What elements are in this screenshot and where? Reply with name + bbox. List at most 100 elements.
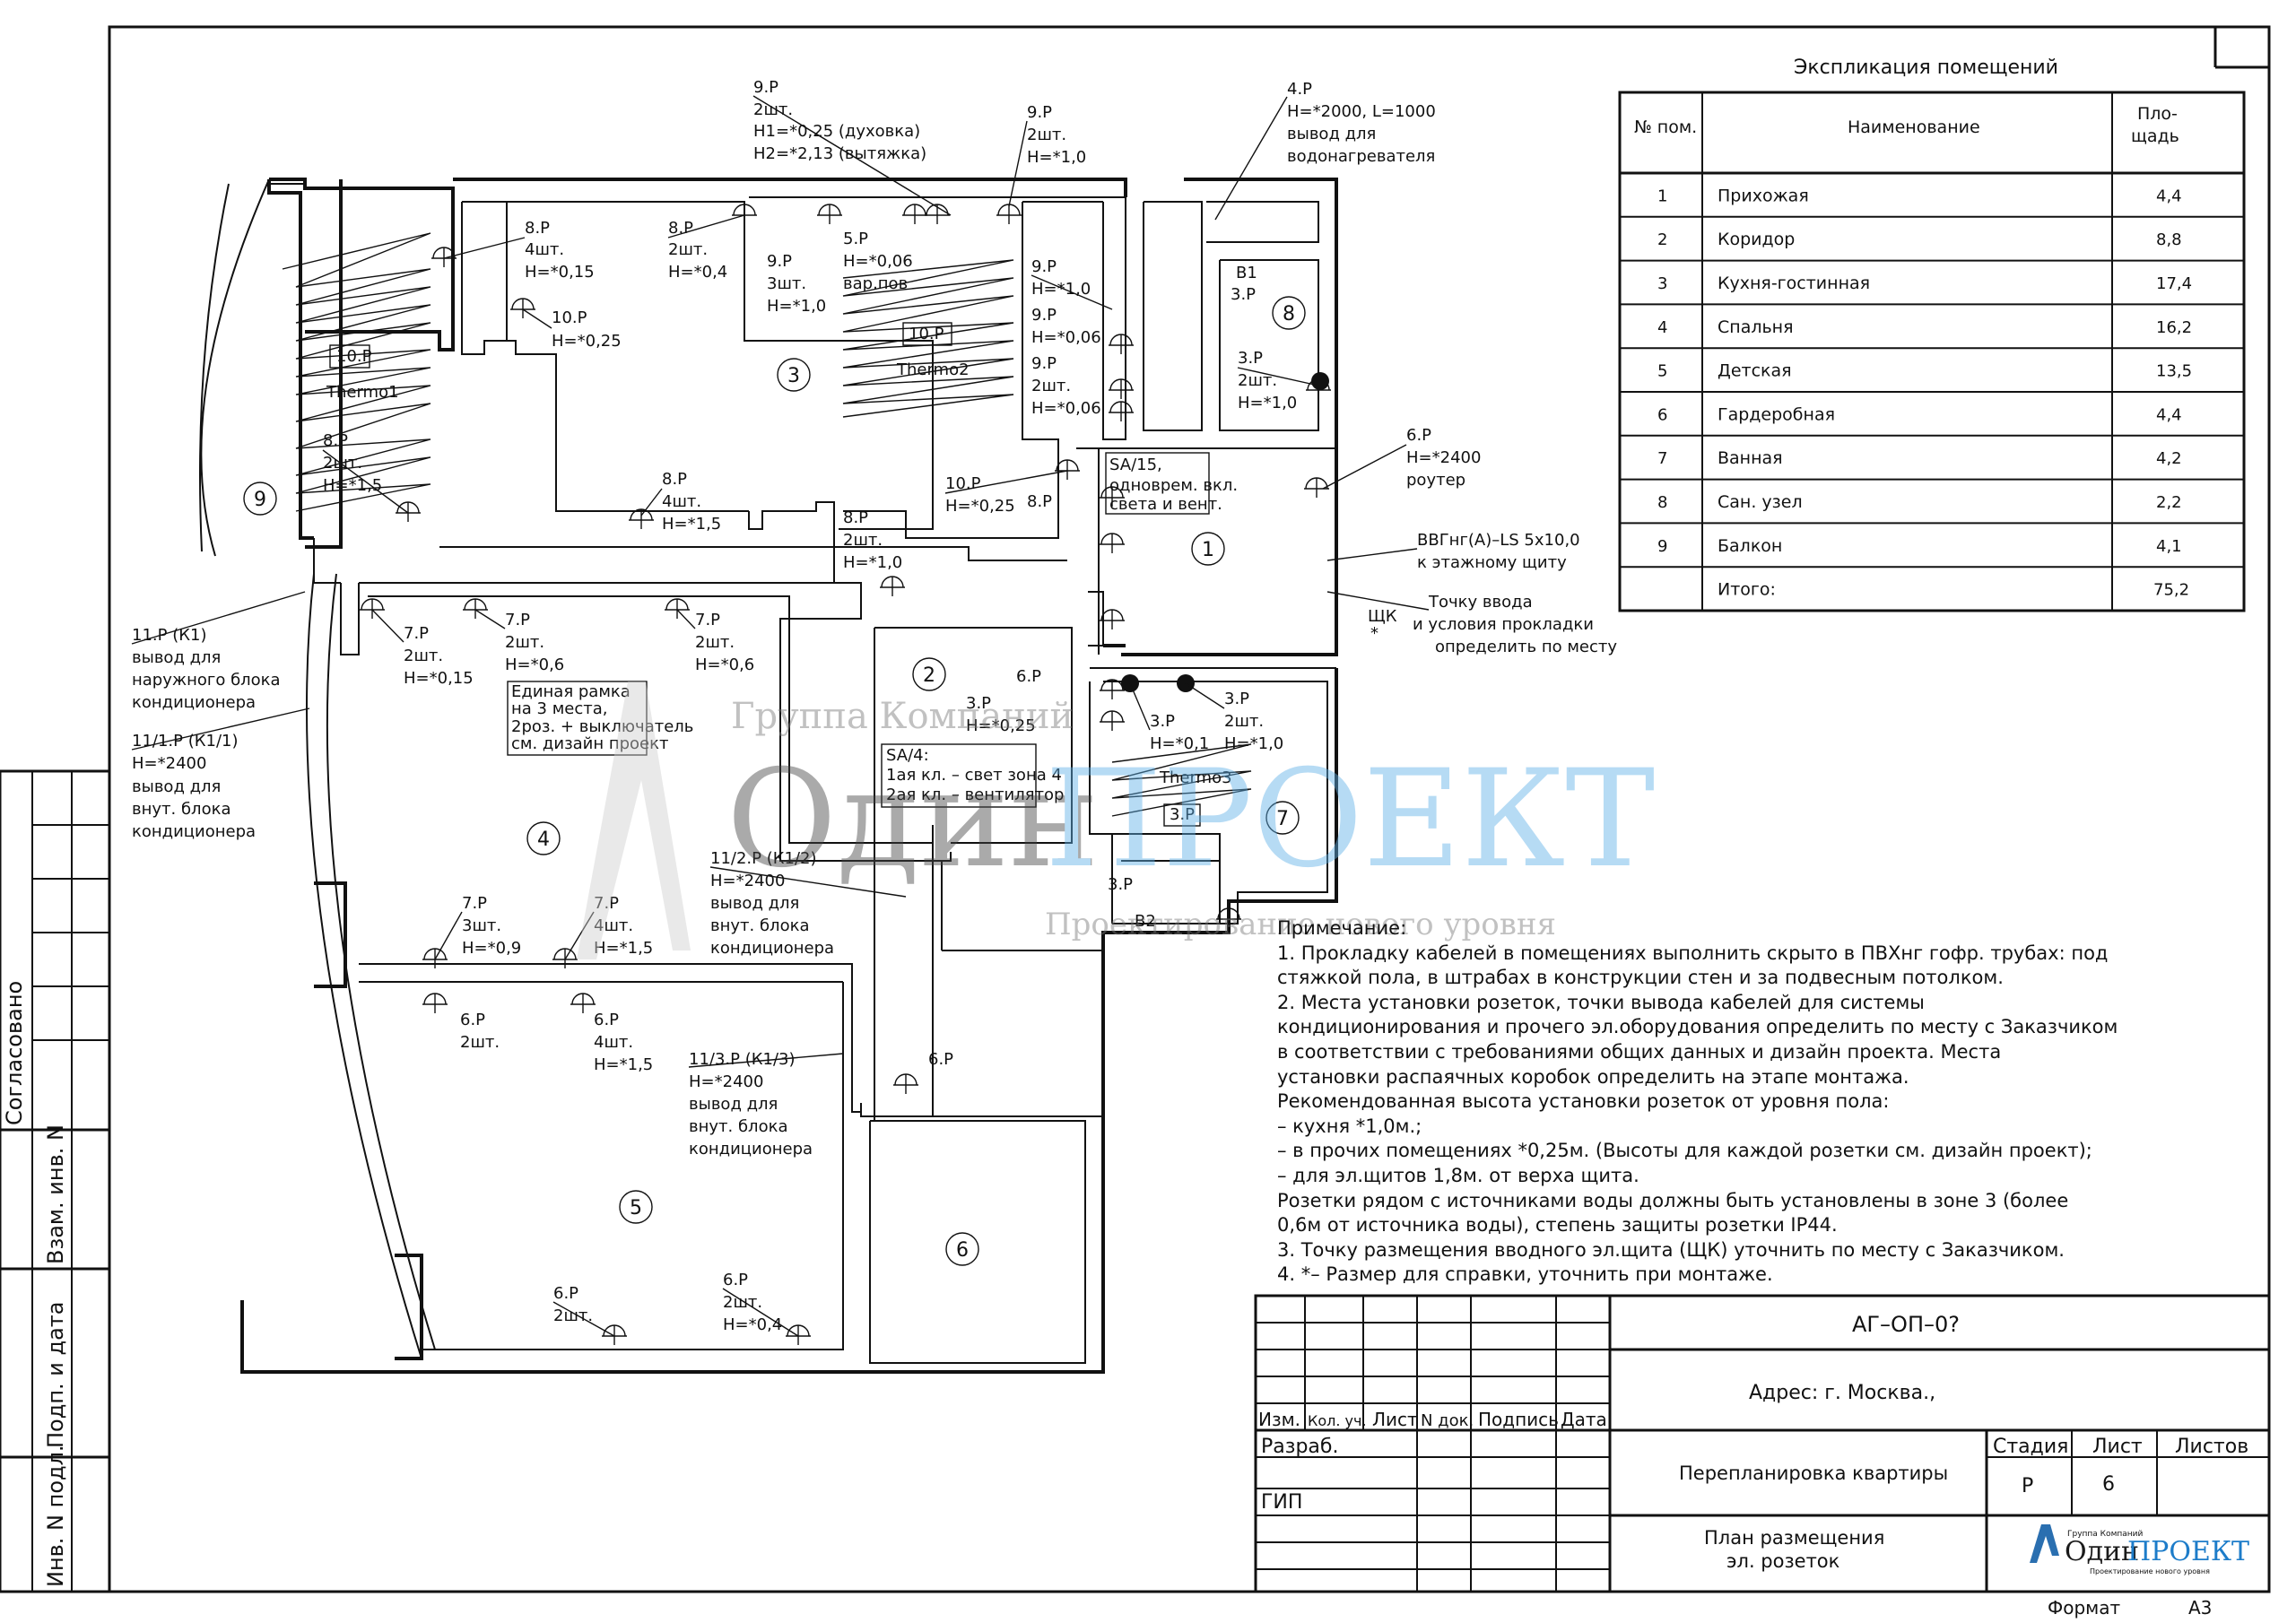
stamp-podp: Подп. и дата bbox=[43, 1302, 68, 1449]
note-line: Рекомендованная высота установки розеток… bbox=[1277, 1090, 1890, 1113]
expl-row-name: Гардеробная bbox=[1718, 404, 1835, 424]
socket-icon bbox=[902, 204, 927, 224]
plan-label-p3e-l1: 2шт. bbox=[1224, 712, 1264, 731]
note-line: Розетки рядом с источниками воды должны … bbox=[1277, 1189, 2069, 1211]
doc-code: АГ–ОП–0? bbox=[1852, 1312, 1960, 1337]
plan-label-p8f-l2: Н=*1,0 bbox=[843, 553, 902, 572]
plan-label-p7b-l1: 2шт. bbox=[505, 633, 544, 652]
plan-label-frame-l2: на 3 места, bbox=[511, 699, 607, 718]
plan-label-p7d-l1: 3шт. bbox=[462, 916, 501, 935]
plan-label-sa15-l1: SA/15, bbox=[1109, 456, 1162, 474]
plan-label-p7a-title: 7.Р bbox=[404, 624, 429, 643]
plan-label-p7d-title: 7.Р bbox=[462, 894, 487, 913]
hdr-podpis: Подпись bbox=[1478, 1409, 1559, 1430]
expl-row-name: Ванная bbox=[1718, 448, 1783, 468]
expl-row-area: 4,1 bbox=[2156, 537, 2182, 556]
expl-total-label: Итого: bbox=[1718, 580, 1776, 600]
plan-label-p9b-title: 9.Р bbox=[1027, 103, 1052, 122]
plan-label-entry-l2: и условия прокладки bbox=[1413, 615, 1594, 634]
plan-label-entry-l1: Точку ввода bbox=[1428, 593, 1533, 612]
socket-icon bbox=[880, 576, 905, 596]
plan-label-p9e-l1: Н=*0,06 bbox=[1031, 328, 1101, 347]
plan-label-shk: ЩК bbox=[1368, 607, 1397, 626]
leader-line bbox=[522, 308, 552, 329]
leader-line bbox=[676, 609, 696, 629]
expl-row-area: 4,4 bbox=[2156, 405, 2182, 424]
stamp-agreed: Согласовано bbox=[2, 981, 27, 1125]
plan-label-p3a-title: 3.Р bbox=[1231, 285, 1256, 304]
plan-label-b2: В2 bbox=[1135, 912, 1156, 931]
room-number: 4 bbox=[537, 829, 550, 851]
plan-label-p113-l3: внут. блока bbox=[689, 1117, 787, 1136]
expl-row-name: Детская bbox=[1718, 361, 1792, 381]
expl-row-no: 6 bbox=[1657, 405, 1667, 424]
room-marker-circle bbox=[777, 358, 811, 392]
note-line: кондиционирования и прочего эл.оборудова… bbox=[1277, 1016, 2118, 1038]
leader-line bbox=[1326, 591, 1430, 611]
plan-label-p11a-title: 11.Р (К1) bbox=[132, 626, 206, 645]
leader-line bbox=[474, 609, 506, 629]
stage-value: Р bbox=[2022, 1475, 2033, 1497]
socket-icon bbox=[1100, 609, 1125, 629]
plan-label-p11a-l3: кондиционера bbox=[132, 693, 256, 712]
note-line: установки распаячных коробок определить … bbox=[1277, 1065, 1909, 1088]
expl-row-no: 2 bbox=[1657, 230, 1667, 249]
note-line: в соответствии с требованиями общих данн… bbox=[1277, 1040, 2002, 1063]
plan-label-p6b-title: 6.Р bbox=[1016, 667, 1041, 686]
plan-label-p111-l3: внут. блока bbox=[132, 800, 230, 819]
plan-label-p9c-l1: 3шт. bbox=[767, 274, 806, 293]
plan-label-p113-l1: Н=*2400 bbox=[689, 1072, 763, 1091]
hdr-ndok: N док. bbox=[1421, 1411, 1474, 1430]
plan-label-p9b-l2: Н=*1,0 bbox=[1027, 148, 1086, 167]
label-box bbox=[329, 344, 370, 369]
plan-label-p9d-title: 9.Р bbox=[1031, 257, 1057, 276]
logo-small: Группа Компаний bbox=[2067, 1530, 2143, 1539]
expl-row-no: 1 bbox=[1657, 187, 1667, 205]
note-line: – для эл.щитов 1,8м. от верха щита. bbox=[1277, 1164, 1639, 1186]
leader-line bbox=[371, 609, 404, 643]
hdr-data: Дата bbox=[1561, 1409, 1607, 1430]
note-line: – кухня *1,0м.; bbox=[1277, 1115, 1422, 1137]
room-marker-circle bbox=[945, 1232, 979, 1266]
room-marker-circle bbox=[243, 482, 277, 516]
hdr-kol: Кол. уч. bbox=[1308, 1412, 1367, 1429]
leader-line bbox=[752, 95, 952, 216]
expl-row-no: 4 bbox=[1657, 318, 1667, 337]
plan-label-p3b-l1: 2шт. bbox=[1238, 371, 1277, 390]
ceiling-fixture-icon bbox=[1311, 372, 1329, 390]
stage-label: Стадия bbox=[1993, 1436, 2068, 1458]
plan-label-p6a-l1: Н=*2400 bbox=[1406, 448, 1481, 467]
expl-row-area: 4,2 bbox=[2156, 449, 2182, 468]
plan-label-p7a-l1: 2шт. bbox=[404, 647, 443, 665]
gip-label: ГИП bbox=[1261, 1491, 1302, 1514]
socket-icon bbox=[570, 993, 596, 1013]
room-number: 1 bbox=[1202, 539, 1214, 561]
leader-line bbox=[1008, 120, 1028, 207]
logo-main-1: Один bbox=[2065, 1536, 2139, 1567]
plan-label-p7c-title: 7.Р bbox=[695, 611, 720, 629]
plan-label-p7c-l1: 2шт. bbox=[695, 633, 735, 652]
plan-label-p7d-l2: Н=*0,9 bbox=[462, 939, 521, 958]
plan-label-star: * bbox=[1370, 624, 1378, 643]
expl-row-name: Сан. узел bbox=[1718, 492, 1803, 512]
hdr-list: Лист bbox=[1372, 1409, 1418, 1430]
leader-line bbox=[434, 911, 463, 960]
room-marker-circle bbox=[912, 657, 946, 691]
note-line: стяжкой пола, в штрабах в конструкции ст… bbox=[1277, 967, 2004, 989]
plan-label-p4-l1: Н=*2000, L=1000 bbox=[1287, 102, 1436, 121]
expl-row-area: 16,2 bbox=[2156, 318, 2192, 337]
label-box bbox=[1105, 452, 1210, 515]
leader-line bbox=[1322, 444, 1407, 490]
plan-label-p7b-l2: Н=*0,6 bbox=[505, 655, 564, 674]
expl-row-area: 8,8 bbox=[2156, 230, 2182, 249]
project-name: Перепланировка квартиры bbox=[1679, 1462, 1948, 1484]
plan-label-p112-l4: кондиционера bbox=[710, 939, 834, 958]
plan-label-sa4-l2: 1ая кл. – свет зона 4 bbox=[886, 766, 1062, 785]
stamp-vzam: Взам. инв. N bbox=[43, 1124, 68, 1264]
plan-label-p10a-title: 10.Р bbox=[552, 308, 587, 327]
address: Адрес: г. Москва., bbox=[1749, 1382, 1935, 1404]
plan-label-box3: 3.Р bbox=[1170, 805, 1195, 824]
label-box bbox=[881, 743, 1037, 808]
expl-row-no: 3 bbox=[1657, 274, 1667, 293]
